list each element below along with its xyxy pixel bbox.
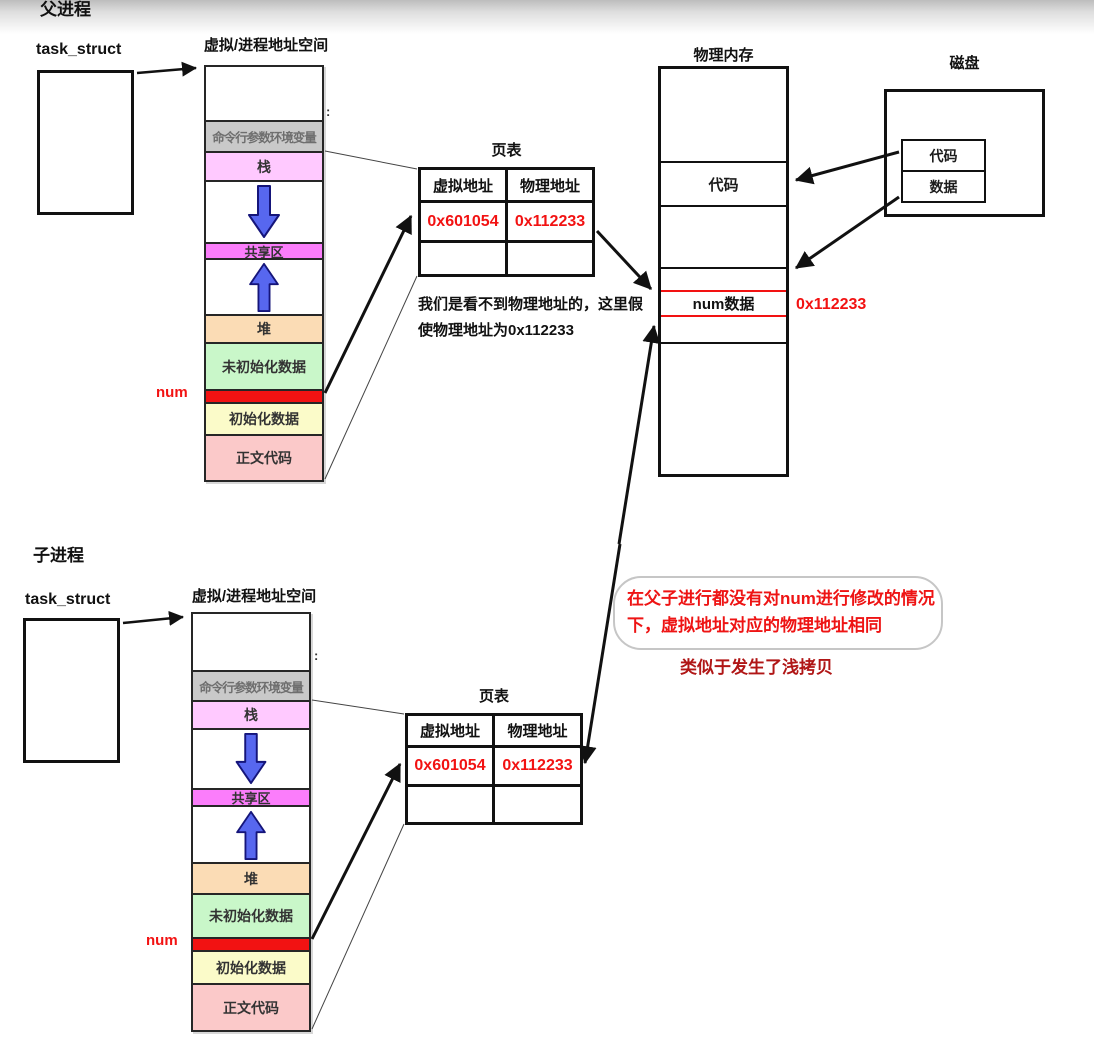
up-arrow-icon	[236, 810, 266, 860]
child-pt-empty-cell-2	[495, 787, 580, 822]
child-task-struct-label: task_struct	[25, 591, 111, 608]
pmem-physical-address-label: 0x112233	[796, 296, 867, 313]
disk-program-box: 代码 数据	[901, 139, 986, 203]
disk-data-section: 数据	[929, 178, 958, 195]
physical-memory-box: 代码 num数据	[658, 66, 789, 477]
child-pt-empty-cell-1	[408, 787, 495, 822]
child-projection-top-line	[311, 699, 405, 715]
up-arrow-icon	[249, 262, 279, 312]
child-address-space-title: 虚拟/进程地址空间	[191, 588, 317, 605]
down-arrow-icon	[235, 733, 267, 785]
pmem-empty-bottom	[661, 342, 786, 474]
parent-seg-stack-grow-area	[206, 180, 322, 242]
parent-seg-cmdline: 命令行参数环境变量	[206, 120, 322, 151]
disk-box: 代码 数据	[884, 89, 1045, 217]
down-arrow-icon	[248, 185, 280, 238]
annotation-bubble-line1: 在父子进行都没有对num进行修改的情况	[627, 589, 935, 608]
child-num-to-pagetable-arrow	[310, 762, 402, 940]
parent-seg-initialized: 初始化数据	[206, 402, 322, 434]
child-seg-uninitialized: 未初始化数据	[193, 893, 309, 937]
child-seg-heap: 堆	[193, 862, 309, 893]
child-page-table: 虚拟地址 物理地址 0x601054 0x112233	[405, 713, 583, 825]
child-seg-shared: 共享区	[193, 788, 309, 805]
parent-num-to-pagetable-arrow	[323, 214, 413, 394]
child-pagetable-to-memory-arrow-down	[578, 543, 622, 765]
child-seg-heap-grow-area	[193, 805, 309, 862]
page-table-note: 我们是看不到物理地址的，这里假 使物理地址为0x112233	[418, 292, 688, 344]
parent-seg-uninitialized: 未初始化数据	[206, 342, 322, 389]
child-pt-header-virtual: 虚拟地址	[408, 716, 495, 748]
child-seg-cmdline: 命令行参数环境变量	[193, 670, 309, 700]
child-pt-physical-address: 0x112233	[495, 748, 580, 787]
parent-page-table-title: 页表	[491, 142, 522, 159]
child-pt-virtual-address: 0x601054	[408, 748, 495, 787]
child-address-space: 命令行参数环境变量 栈 共享区 堆 未初始化数据 初始化数据 正文代码	[191, 612, 311, 1032]
parent-seg-num	[206, 389, 322, 402]
child-num-pointer-label: num	[146, 932, 178, 949]
parent-section-title: 父进程	[40, 0, 91, 19]
parent-edge-marker: :	[326, 104, 331, 119]
child-seg-top-empty	[193, 614, 309, 670]
parent-seg-stack: 栈	[206, 151, 322, 180]
disk-code-section: 代码	[903, 141, 984, 172]
parent-address-space: 命令行参数环境变量 栈 共享区 堆 未初始化数据 初始化数据 正文代码	[204, 65, 324, 482]
child-seg-stack-grow-area	[193, 728, 309, 788]
parent-pt-empty-cell-1	[421, 243, 508, 274]
child-seg-num	[193, 937, 309, 950]
parent-taskstruct-arrow	[136, 61, 197, 77]
child-pagetable-to-memory-arrow-up	[617, 324, 661, 545]
child-edge-marker: :	[314, 648, 319, 663]
child-page-table-title: 页表	[478, 688, 509, 705]
physical-memory-title: 物理内存	[693, 47, 754, 64]
page-table-note-line2: 使物理地址为0x112233	[418, 322, 574, 339]
child-seg-text-code: 正文代码	[193, 983, 309, 1030]
parent-projection-bottom-line	[324, 275, 418, 480]
parent-pt-header-virtual: 虚拟地址	[421, 170, 508, 203]
parent-pt-virtual-address: 0x601054	[421, 203, 508, 243]
child-task-struct-box	[23, 618, 120, 763]
annotation-bubble: 在父子进行都没有对num进行修改的情况 下，虚拟地址对应的物理地址相同	[613, 576, 943, 650]
child-seg-stack: 栈	[193, 700, 309, 728]
parent-seg-heap-grow-area	[206, 258, 322, 314]
parent-pt-header-physical: 物理地址	[508, 170, 592, 203]
parent-projection-top-line	[324, 150, 418, 170]
parent-seg-heap: 堆	[206, 314, 322, 342]
parent-pagetable-to-memory-arrow	[595, 229, 653, 291]
parent-num-pointer-label: num	[156, 384, 188, 401]
pmem-empty-middle	[661, 205, 786, 267]
child-taskstruct-arrow	[122, 610, 184, 626]
parent-seg-shared: 共享区	[206, 242, 322, 258]
child-seg-initialized: 初始化数据	[193, 950, 309, 983]
parent-seg-top-empty	[206, 67, 322, 120]
parent-task-struct-label: task_struct	[36, 41, 122, 58]
parent-address-space-title: 虚拟/进程地址空间	[203, 37, 329, 54]
pmem-code-section: 代码	[661, 161, 786, 205]
pmem-num-data-row: num数据	[661, 290, 786, 317]
pmem-empty-top	[661, 69, 786, 161]
parent-pt-physical-address: 0x112233	[508, 203, 592, 243]
child-projection-bottom-line	[311, 823, 405, 1030]
parent-seg-text-code: 正文代码	[206, 434, 322, 480]
page-table-note-line1: 我们是看不到物理地址的，这里假	[418, 296, 644, 313]
parent-task-struct-box	[37, 70, 134, 215]
shallow-copy-note: 类似于发生了浅拷贝	[680, 658, 833, 677]
child-pt-header-physical: 物理地址	[495, 716, 580, 748]
child-section-title: 子进程	[33, 546, 84, 565]
annotation-bubble-line2: 下，虚拟地址对应的物理地址相同	[627, 616, 882, 635]
parent-pt-empty-cell-2	[508, 243, 592, 274]
top-gradient	[0, 0, 1094, 34]
disk-title: 磁盘	[949, 55, 980, 72]
pmem-num-section: num数据	[661, 267, 786, 342]
parent-page-table: 虚拟地址 物理地址 0x601054 0x112233	[418, 167, 595, 277]
